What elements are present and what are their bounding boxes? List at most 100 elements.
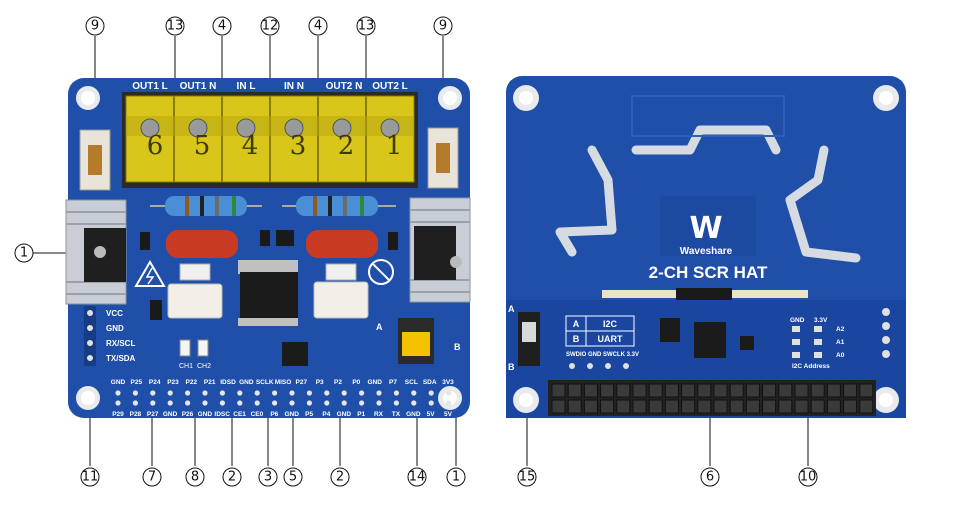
gpio-pad	[341, 400, 347, 406]
header-pin	[632, 399, 647, 414]
optocoupler-left	[167, 283, 223, 319]
terminal-label-6: OUT2 L	[372, 81, 408, 92]
gpio-pad	[411, 400, 417, 406]
gpio-pad	[376, 400, 382, 406]
smd-components	[140, 230, 398, 320]
hdr-top-label: IDSD	[220, 379, 236, 386]
svg-text:1: 1	[20, 246, 28, 261]
hdr-bot-label: P4	[322, 411, 330, 418]
waveshare-logo: W	[660, 196, 756, 256]
scr-heatsink-right	[409, 197, 471, 303]
terminal-number-6: 1	[386, 131, 403, 161]
header-pin	[843, 399, 858, 414]
address-label-gnd: GND	[790, 317, 805, 324]
address-title: I2C Address	[792, 363, 830, 370]
no-touch-icon	[368, 259, 394, 285]
hdr-top-label: GND	[111, 379, 126, 386]
header-pin	[551, 383, 566, 398]
gpio-pad	[446, 390, 452, 396]
callout-bottom-front: 8	[185, 467, 205, 487]
hdr-bot-label: P29	[112, 411, 124, 418]
header-pin	[697, 383, 712, 398]
callout-bottom-back: 15	[517, 467, 537, 487]
svg-text:12: 12	[262, 19, 279, 34]
side-pads	[882, 308, 890, 358]
led-label-ch2: CH2	[197, 363, 211, 370]
header-pin	[616, 399, 631, 414]
address-label-a1: A1	[836, 339, 845, 346]
hdr-top-label: P23	[167, 379, 179, 386]
header-pin	[648, 383, 663, 398]
hdr-top-label: P0	[352, 379, 360, 386]
hdr-bot-label: GND	[284, 411, 299, 418]
svg-text:14: 14	[409, 470, 426, 485]
hdr-top-label: GND	[367, 379, 382, 386]
gpio-pad	[306, 390, 312, 396]
gpio-pad	[202, 390, 208, 396]
header-pin	[778, 383, 793, 398]
header-pin	[826, 399, 841, 414]
hdr-bot-label: P5	[305, 411, 313, 418]
hdr-top-label: P2	[334, 379, 342, 386]
header-pin	[616, 383, 631, 398]
header-pin	[810, 399, 825, 414]
fuse-right	[427, 127, 459, 189]
header-pin	[729, 383, 744, 398]
hdr-top-label: SDA	[423, 379, 437, 386]
board-title: 2-CH SCR HAT	[649, 263, 768, 282]
address-label-3v3: 3.3V	[814, 317, 828, 324]
hdr-top-label: P21	[204, 379, 216, 386]
svg-text:15: 15	[519, 470, 536, 485]
address-label-a2: A2	[836, 326, 845, 333]
terminal-label-4: IN N	[284, 81, 304, 92]
terminal-label-5: OUT2 N	[326, 81, 363, 92]
hdr-top-label: P24	[149, 379, 161, 386]
terminal-number-3: 4	[242, 131, 259, 161]
header-pin	[778, 399, 793, 414]
header-pin	[551, 399, 566, 414]
header-pin	[729, 399, 744, 414]
gpio-pad	[289, 400, 295, 406]
header-pin	[600, 383, 615, 398]
back-switch-b: B	[508, 362, 515, 372]
hdr-bot-label: P1	[357, 411, 365, 418]
gpio-pad	[428, 400, 434, 406]
gpio-pad	[324, 390, 330, 396]
high-voltage-icon	[134, 260, 166, 287]
hdr-top-label: 3V3	[442, 379, 454, 386]
uart-header	[84, 306, 96, 366]
callout-bottom-front: 11	[80, 467, 100, 487]
svg-text:5: 5	[289, 470, 297, 485]
header-pin	[810, 383, 825, 398]
header-pin	[826, 383, 841, 398]
gpio-pad	[341, 390, 347, 396]
fuse-left	[79, 129, 111, 191]
svg-text:8: 8	[191, 470, 199, 485]
uart-label-tx: TX/SDA	[106, 354, 136, 363]
gpio-pad	[254, 400, 260, 406]
callout-bottom-front: 2	[330, 467, 350, 487]
interface-jumper: A B	[376, 318, 461, 364]
back-board: W Waveshare 2-CH SCR HAT A I2C B UART SW…	[506, 76, 906, 418]
callout-top: 9	[433, 16, 453, 36]
header-pin	[681, 383, 696, 398]
front-board: OUT1 L OUT1 N IN L IN N OUT2 N OUT2 L 6 …	[65, 78, 471, 418]
callout-top: 13	[356, 16, 376, 36]
header-pin	[648, 399, 663, 414]
header-pin	[583, 399, 598, 414]
hdr-bot-label: 5V	[444, 411, 453, 418]
svg-text:9: 9	[91, 19, 99, 34]
svg-text:7: 7	[148, 470, 156, 485]
hdr-top-label: MISO	[275, 379, 292, 386]
callout-left: 1	[14, 243, 34, 263]
svg-text:3: 3	[264, 470, 272, 485]
svg-text:11: 11	[82, 470, 99, 485]
mcu-chip	[282, 342, 308, 366]
gpio-pad	[132, 390, 138, 396]
hdr-bot-label: RX	[374, 411, 384, 418]
header-pin	[794, 399, 809, 414]
callout-bottom-front: 7	[142, 467, 162, 487]
header-pin	[859, 399, 874, 414]
gpio-pad	[446, 400, 452, 406]
